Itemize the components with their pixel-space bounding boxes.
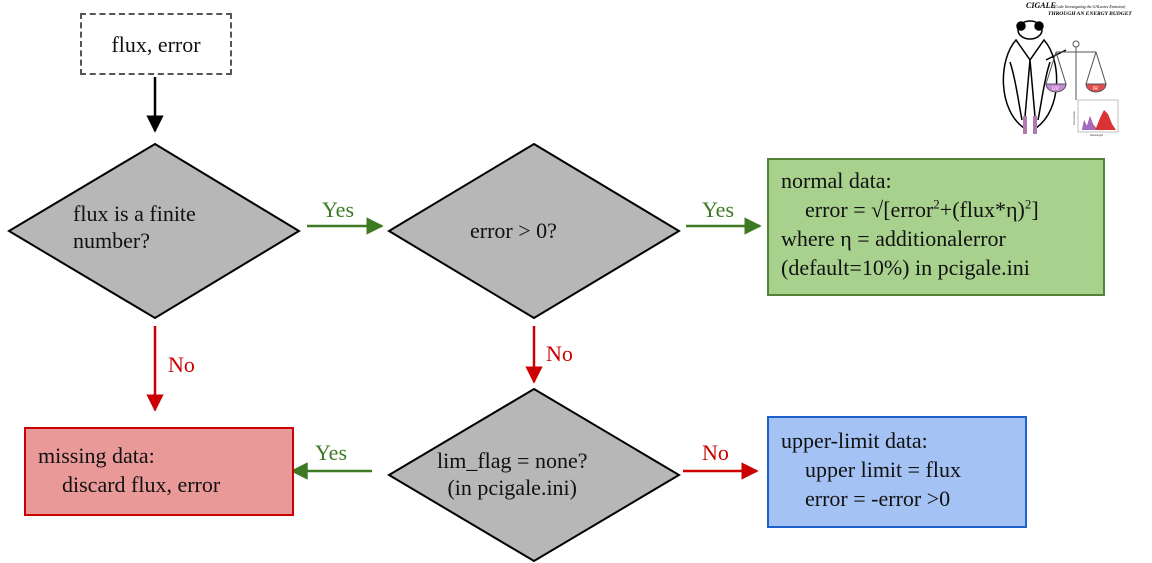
- decision-limflag-line1: lim_flag = none?: [437, 448, 588, 473]
- formula-sup-1: 2: [933, 196, 940, 212]
- formula-sup-2: 2: [1024, 196, 1032, 212]
- normal-data-title: normal data:: [781, 168, 892, 193]
- logo-pan-left-label: UV: [1052, 86, 1060, 92]
- logo-subtitle: (Code Investigating the GALaxies Emissio…: [1054, 4, 1126, 9]
- decision-finite-label: flux is a finite number?: [73, 200, 196, 254]
- logo-axis-x: Wavelength: [1090, 134, 1104, 137]
- cigale-logo: CIGALE (Code Investigating the GALaxies …: [1002, 1, 1132, 137]
- missing-data-line2: discard flux, error: [62, 472, 221, 497]
- logo-title: CIGALE: [1026, 1, 1056, 10]
- edge-label-error-yes: Yes: [702, 197, 735, 222]
- spectrum-inset: [1077, 99, 1119, 133]
- logo-tagline: THROUGH AN ENERGY BUDGET: [1048, 11, 1132, 17]
- normal-data-line3: where η = additionalerror: [781, 226, 1006, 251]
- decision-error-label: error > 0?: [470, 218, 557, 243]
- start-node-label: flux, error: [111, 31, 201, 57]
- upper-limit-line2: upper limit = flux: [805, 457, 961, 482]
- cicada-icon: [1002, 20, 1067, 134]
- normal-data-box: normal data: error = √[error2+(flux*η)2]…: [767, 158, 1105, 296]
- missing-data-title: missing data:: [38, 443, 155, 468]
- missing-data-box: missing data: discard flux, error: [24, 427, 294, 516]
- logo-axis-y: Flux Density: [1073, 110, 1076, 125]
- formula-middle: +(flux*η): [939, 197, 1025, 222]
- normal-data-line4: (default=10%) in pcigale.ini: [781, 255, 1030, 280]
- decision-limflag-line2: (in pcigale.ini): [447, 475, 577, 500]
- logo-pan-right-label: IR: [1093, 86, 1098, 92]
- decision-limflag-shape: [387, 387, 681, 563]
- upper-limit-line3: error = -error >0: [805, 486, 951, 511]
- upper-limit-title: upper-limit data:: [781, 428, 928, 453]
- start-node: flux, error: [80, 13, 232, 75]
- decision-finite-shape: [7, 142, 301, 320]
- formula-suffix: ]: [1031, 197, 1039, 222]
- edge-label-finite-no: No: [168, 352, 195, 377]
- edge-label-limflag-no: No: [702, 440, 729, 465]
- decision-finite-line1: flux is a finite: [73, 201, 196, 226]
- edge-label-limflag-yes: Yes: [315, 440, 348, 465]
- decision-finite-line2: number?: [73, 228, 150, 253]
- decision-limflag-label: lim_flag = none? (in pcigale.ini): [437, 447, 587, 501]
- normal-data-formula: error = √[error2+(flux*η)2]: [781, 195, 1091, 224]
- edge-label-error-no: No: [546, 341, 573, 366]
- edge-label-finite-yes: Yes: [322, 197, 355, 222]
- balance-scale-icon: [1045, 40, 1107, 100]
- upper-limit-box: upper-limit data: upper limit = flux err…: [767, 416, 1027, 528]
- decision-error-shape: [387, 142, 681, 320]
- formula-prefix: error = √[error: [805, 197, 934, 222]
